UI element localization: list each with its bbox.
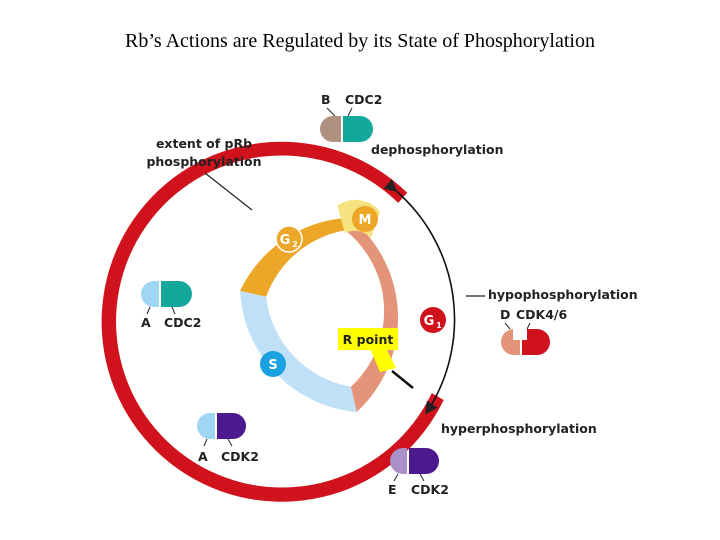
hyperphosphorylation-label: hyperphosphorylation xyxy=(441,421,597,436)
complex-a-cdc2-cyclin: A xyxy=(141,315,151,330)
g1-phase-label: G xyxy=(424,314,435,329)
complex-e-cdk2: E CDK2 xyxy=(388,448,449,497)
complex-b-cdc2-cyclin-shape xyxy=(320,116,341,142)
g1-phase-segment xyxy=(345,217,398,412)
complex-d-cdk46-kinase: CDK4/6 xyxy=(516,307,567,322)
complex-d-cdk46-cyclin: D xyxy=(500,307,510,322)
dephosphorylation-label: dephosphorylation xyxy=(371,142,504,157)
m-phase-label: M xyxy=(359,213,372,228)
g2-phase-badge xyxy=(275,225,303,253)
complex-a-cdk2-cyclin-shape xyxy=(197,413,215,439)
r-point-box xyxy=(338,328,398,350)
extent-label-line2: phosphorylation xyxy=(146,154,261,169)
complex-b-cdc2-kinase-shape xyxy=(343,116,373,142)
g2-phase-segment xyxy=(240,217,350,297)
complex-d-cdk46-kinase-shape xyxy=(522,329,550,355)
complex-b-cdc2-kinase: CDC2 xyxy=(345,92,382,107)
phosphorylation-cycle-arc xyxy=(383,178,456,415)
s-phase-label: S xyxy=(268,358,277,373)
complex-e-cdk2-cyclin: E xyxy=(388,482,397,497)
g2-phase-label: G xyxy=(280,233,291,248)
s-phase-badge xyxy=(260,351,286,377)
complex-d-cdk46: D CDK4/6 xyxy=(500,307,567,355)
m-phase-badge xyxy=(352,206,378,232)
page-title: Rb’s Actions are Regulated by its State … xyxy=(125,30,595,52)
r-point-label: R point xyxy=(343,332,394,347)
complex-a-cdc2-kinase-shape xyxy=(161,281,192,307)
complex-a-cdk2-cyclin: A xyxy=(198,449,208,464)
g1-phase-subscript: 1 xyxy=(436,321,442,330)
complex-a-cdk2-kinase: CDK2 xyxy=(221,449,259,464)
complex-a-cdk2-kinase-shape xyxy=(217,413,246,439)
complex-a-cdk2: A CDK2 xyxy=(197,413,259,464)
s-phase-segment xyxy=(240,290,357,412)
extent-label-line1: extent of pRb xyxy=(156,136,252,151)
extent-leader-line xyxy=(204,172,253,211)
complex-e-cdk2-cyclin-shape xyxy=(390,448,407,474)
complex-e-cdk2-kinase-shape xyxy=(409,448,439,474)
complex-a-cdc2-cyclin-shape xyxy=(141,281,159,307)
complex-b-cdc2-cyclin: B xyxy=(321,92,331,107)
g2-phase-subscript: 2 xyxy=(292,240,298,249)
r-point-tick xyxy=(391,370,414,389)
complex-a-cdc2: A CDC2 xyxy=(141,281,201,330)
complex-b-cdc2: B CDC2 xyxy=(320,92,382,142)
complex-e-cdk2-kinase: CDK2 xyxy=(411,482,449,497)
hypophosphorylation-label: hypophosphorylation xyxy=(488,287,638,302)
complex-a-cdc2-kinase: CDC2 xyxy=(164,315,201,330)
